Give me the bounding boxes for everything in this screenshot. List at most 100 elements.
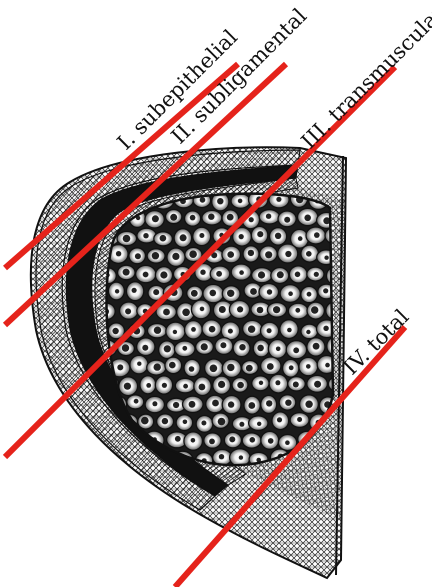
cell-nucleus [313,343,320,350]
cell-nucleus [125,308,131,314]
cell-nucleus [183,420,188,425]
cell-nucleus [297,417,302,422]
cell-nucleus [200,307,205,312]
cell-nucleus [146,383,151,388]
cell-nucleus [182,346,187,351]
cell-nucleus [307,292,312,297]
label-total: IV. total [339,304,414,379]
cell-nucleus [239,344,245,350]
cell-nucleus [209,326,216,333]
cell-nucleus [210,290,217,297]
cell-nucleus [173,330,177,334]
cell-nucleus [227,290,234,297]
cell-nucleus [289,365,294,370]
cell-nucleus [239,270,244,275]
cell-nucleus [248,326,255,333]
cell-nucleus [277,271,284,278]
cell-nucleus [164,345,171,352]
cell-nucleus [298,236,303,241]
cell-nucleus [143,272,149,278]
cell-nucleus [137,362,141,366]
cell-nucleus [259,381,263,385]
cell-nucleus [160,235,167,242]
cell-nucleus [285,440,290,445]
cell-nucleus [325,363,330,368]
cell-nucleus [220,342,226,348]
cell-nucleus [191,438,196,443]
cell-nucleus [154,363,161,370]
cell-nucleus [152,252,159,259]
cell-nucleus [345,400,351,406]
cell-nucleus [323,288,328,293]
cell-nucleus [210,365,218,373]
cell-nucleus [160,271,167,278]
cell-nucleus [227,214,234,221]
cell-nucleus [200,270,205,275]
cell-nucleus [268,438,274,444]
cell-nucleus [293,347,299,353]
cell-nucleus [257,345,264,352]
cell-nucleus [257,231,263,237]
cell-nucleus [311,306,318,313]
cell-nucleus [239,422,244,427]
cell-nucleus [152,401,157,406]
cell-nucleus [239,455,243,459]
cell-nucleus [142,345,148,351]
cell-nucleus [284,217,290,223]
cell-nucleus [323,326,328,331]
cell-nucleus [314,272,319,277]
cell-nucleus [169,362,176,369]
cell-nucleus [248,250,254,256]
cell-nucleus [275,233,281,239]
cell-nucleus [104,456,109,461]
cell-nucleus [306,251,312,257]
cell-nucleus [219,454,224,459]
cell-nucleus [250,437,256,443]
cell-nucleus [288,291,293,296]
cell-nucleus [237,382,244,389]
cell-nucleus [266,214,271,219]
cell-nucleus [227,364,234,371]
cell-nucleus [132,288,137,293]
cell-nucleus [265,251,272,258]
cell-nucleus [293,382,299,388]
cell-nucleus [163,309,170,316]
label-transmuscular: III. transmuscular [297,0,432,154]
cell-nucleus [170,214,177,221]
cell-nucleus [314,232,320,238]
cell-nucleus [191,290,198,297]
cell-nucleus [277,417,282,422]
cell-nucleus [153,289,159,295]
cell-nucleus [143,233,148,238]
cell-nucleus [172,253,179,260]
cell-nucleus [152,215,159,222]
cell-nucleus [154,327,161,334]
cell-nucleus [250,288,257,295]
cell-nucleus [249,217,254,222]
cell-nucleus [117,364,123,370]
cell-nucleus [267,289,272,294]
cell-nucleus [285,400,291,406]
cell-nucleus [190,215,196,221]
cell-nucleus [228,401,234,407]
cell-nucleus [199,233,204,238]
cell-nucleus [124,383,131,390]
cell-nucleus [134,399,139,404]
cell-nucleus [275,380,280,385]
cell-nucleus [267,328,272,333]
cell-nucleus [238,199,243,204]
cell-nucleus [227,251,234,258]
cell-nucleus [295,272,301,278]
cell-nucleus [217,198,223,204]
cell-nucleus [141,417,149,425]
cell-nucleus [257,422,261,426]
cell-nucleus [266,400,272,406]
cell-nucleus [201,343,208,350]
cell-nucleus [306,330,310,334]
cell-nucleus [218,381,225,388]
cell-nucleus [123,235,131,243]
cell-nucleus [237,306,243,312]
cell-nucleus [248,402,255,409]
cell-nucleus [218,418,226,426]
cell-nucleus [116,251,121,256]
